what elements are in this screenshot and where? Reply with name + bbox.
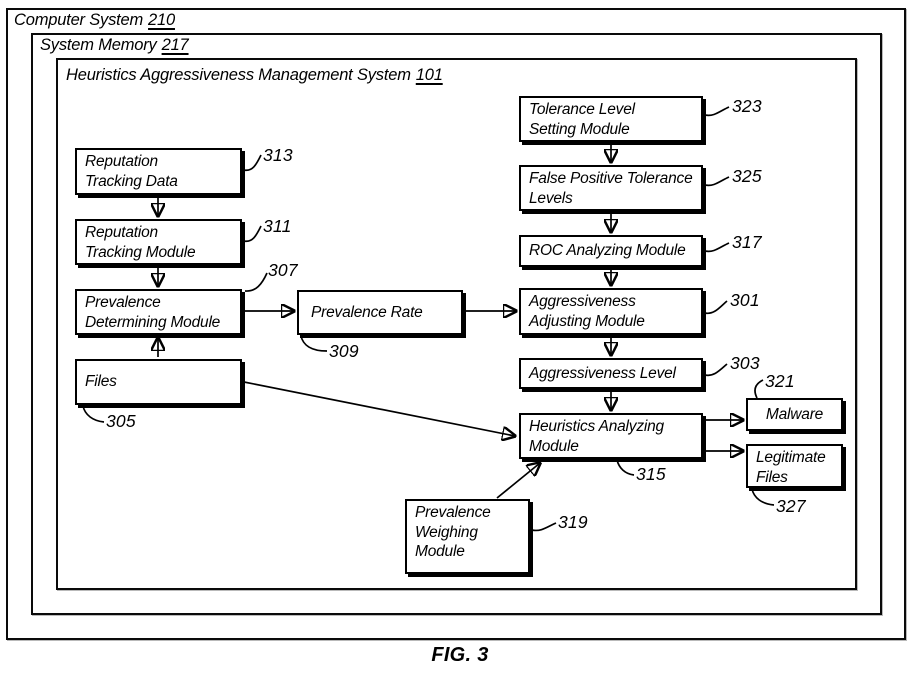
box-reputation-tracking-module-label: Reputation Tracking Module xyxy=(85,224,196,261)
refnum-327: 327 xyxy=(776,496,806,516)
box-aggressiveness-level: Aggressiveness Level xyxy=(519,358,703,389)
box-heuristics-analyzing-module: Heuristics Analyzing Module xyxy=(519,413,703,459)
box-false-positive-tolerance-levels-label: False Positive Tolerance Levels xyxy=(529,170,693,207)
box-prevalence-rate-label: Prevalence Rate xyxy=(311,303,423,321)
refnum-319: 319 xyxy=(558,512,588,532)
box-legitimate-files-label: Legitimate Files xyxy=(756,449,826,486)
box-false-positive-tolerance-levels: False Positive Tolerance Levels xyxy=(519,165,703,211)
box-files: Files xyxy=(75,359,242,405)
frame-computer-system xyxy=(6,8,906,640)
frame-system-memory xyxy=(31,33,882,615)
refnum-301: 301 xyxy=(730,290,760,310)
frame-ref-hams: 101 xyxy=(415,66,443,84)
frame-label-hams: Heuristics Aggressiveness Management Sys… xyxy=(66,66,411,84)
refnum-303: 303 xyxy=(730,353,760,373)
box-files-label: Files xyxy=(85,373,117,391)
refnum-323: 323 xyxy=(732,96,762,116)
refnum-317: 317 xyxy=(732,232,762,252)
box-reputation-tracking-data-label: Reputation Tracking Data xyxy=(85,153,178,190)
refnum-321: 321 xyxy=(765,371,795,391)
box-aggressiveness-adjusting-module: Aggressiveness Adjusting Module xyxy=(519,288,703,335)
box-aggressiveness-level-label: Aggressiveness Level xyxy=(529,364,676,382)
refnum-307: 307 xyxy=(268,260,298,280)
box-reputation-tracking-data: Reputation Tracking Data xyxy=(75,148,242,195)
box-roc-analyzing-module: ROC Analyzing Module xyxy=(519,235,703,267)
box-prevalence-determining-module-label: Prevalence Determining Module xyxy=(85,294,221,331)
frame-header-hams: Heuristics Aggressiveness Management Sys… xyxy=(66,66,443,85)
box-heuristics-analyzing-module-label: Heuristics Analyzing Module xyxy=(529,418,664,455)
box-malware: Malware xyxy=(746,398,843,431)
frame-ref-computer-system: 210 xyxy=(148,11,175,29)
refnum-315: 315 xyxy=(636,464,666,484)
box-reputation-tracking-module: Reputation Tracking Module xyxy=(75,219,242,265)
refnum-325: 325 xyxy=(732,166,762,186)
box-malware-label: Malware xyxy=(765,405,824,423)
refnum-305: 305 xyxy=(106,411,136,431)
frame-heuristics-aggressiveness-management-system xyxy=(56,58,857,590)
figure-caption: FIG. 3 xyxy=(431,644,489,666)
refnum-309: 309 xyxy=(329,341,359,361)
box-prevalence-weighing-module: Prevalence Weighing Module xyxy=(405,499,530,574)
box-legitimate-files: Legitimate Files xyxy=(746,444,843,488)
frame-label-computer-system: Computer System xyxy=(14,11,144,29)
frame-ref-system-memory: 217 xyxy=(161,36,189,54)
box-aggressiveness-adjusting-module-label: Aggressiveness Adjusting Module xyxy=(529,293,645,330)
box-prevalence-rate: Prevalence Rate xyxy=(297,290,463,335)
box-roc-analyzing-module-label: ROC Analyzing Module xyxy=(529,242,686,260)
frame-label-system-memory: System Memory xyxy=(40,36,157,54)
refnum-313: 313 xyxy=(263,145,293,165)
box-prevalence-determining-module: Prevalence Determining Module xyxy=(75,289,242,335)
refnum-311: 311 xyxy=(263,216,292,236)
box-tolerance-level-setting-module-label: Tolerance Level Setting Module xyxy=(529,101,635,138)
box-tolerance-level-setting-module: Tolerance Level Setting Module xyxy=(519,96,703,142)
box-prevalence-weighing-module-label: Prevalence Weighing Module xyxy=(415,504,491,560)
